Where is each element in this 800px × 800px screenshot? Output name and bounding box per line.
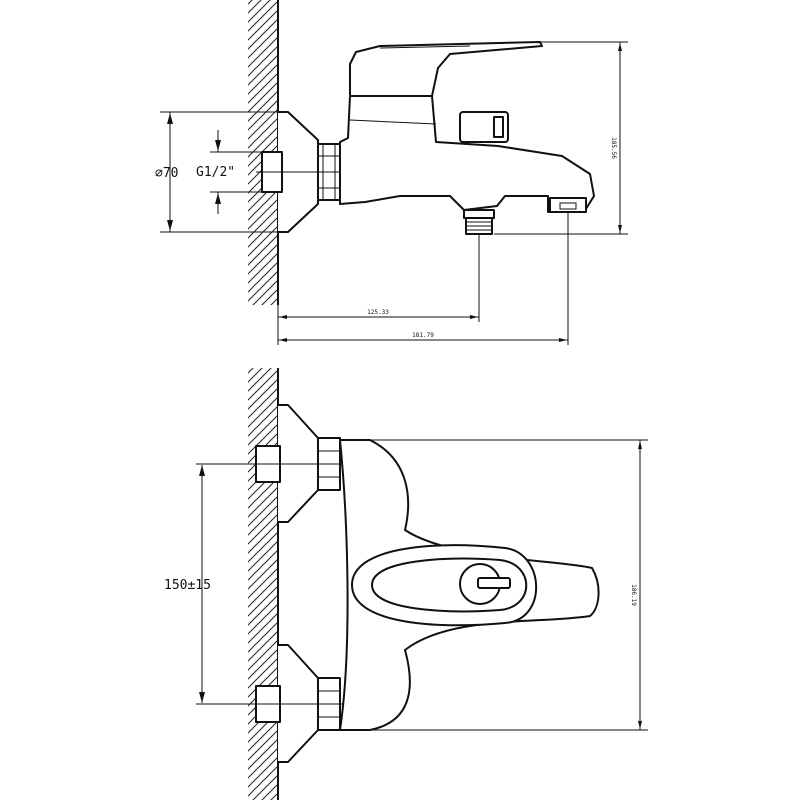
dim-outlet	[277, 232, 480, 345]
top-view: 150±15 186.19	[164, 368, 648, 800]
dim-total-label: 181.79	[412, 332, 434, 339]
dim-diameter-label: ⌀70	[155, 166, 178, 181]
lever-handle-side	[349, 41, 543, 97]
bottom-outlet-side	[463, 209, 495, 235]
diverter-knob-side	[459, 111, 509, 143]
dim-centers	[199, 465, 205, 703]
dim-total	[278, 212, 569, 345]
dim-height-side	[494, 41, 628, 235]
dim-thread-label: G1/2"	[196, 165, 235, 180]
dim-thread	[210, 130, 262, 214]
diverter-top	[477, 577, 511, 589]
spout-aerator-side	[549, 197, 587, 213]
dim-outlet-label: 125.33	[367, 309, 389, 316]
side-view: ⌀70 G1/2" 185.56 125.33	[155, 0, 628, 345]
dim-height-top	[340, 439, 648, 731]
wall-hatch-top	[248, 368, 278, 800]
dim-centers-label: 150±15	[164, 578, 211, 593]
dim-height-side-label: 185.56	[610, 137, 617, 159]
dim-diameter	[160, 111, 278, 233]
dim-height-top-label: 186.19	[630, 584, 637, 606]
